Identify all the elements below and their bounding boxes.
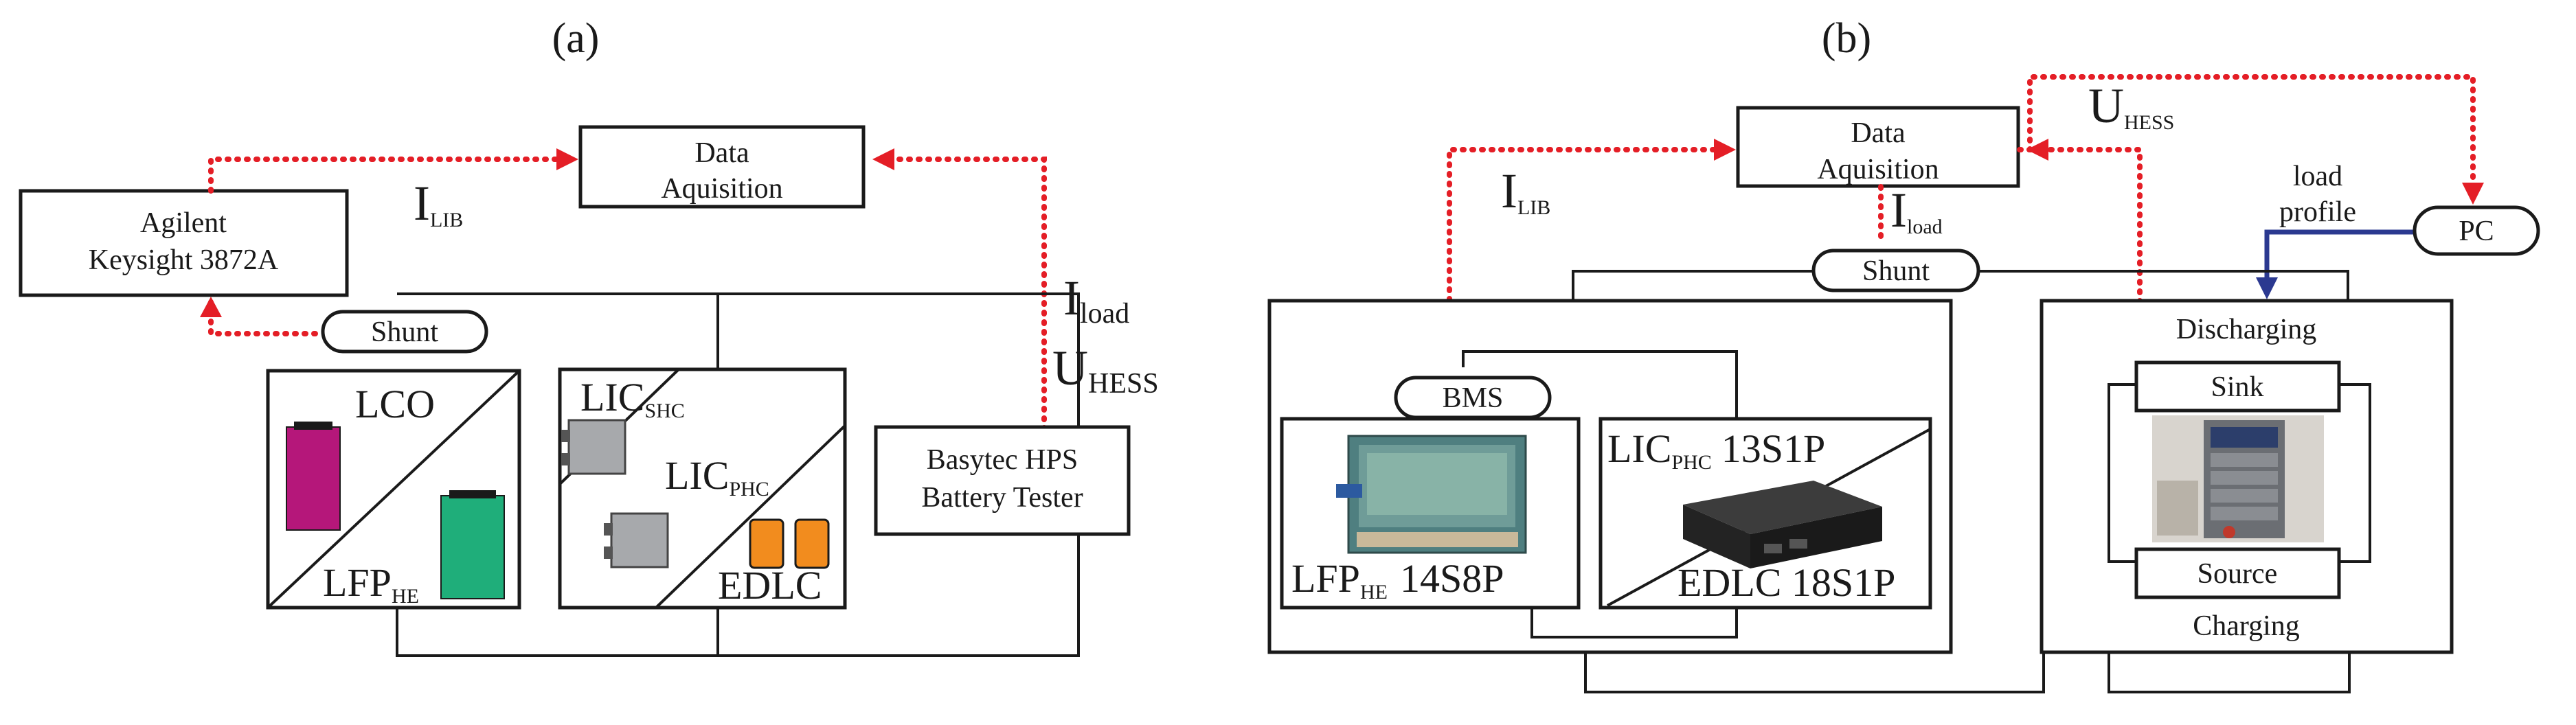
agilent-label-1: Agilent (140, 207, 227, 239)
sink-label: Sink (2211, 371, 2263, 403)
rack-module-photo-icon (1683, 481, 1882, 568)
charging-label: Charging (2193, 610, 2300, 642)
daq-to-pc-signal (2017, 74, 2476, 188)
basytec-box (874, 425, 1131, 536)
arrow-to-cycler (2256, 277, 2278, 299)
shunt-a-label: Shunt (371, 317, 438, 348)
lic-shc-tab-1 (561, 430, 570, 442)
cycler-loop-left (2108, 383, 2140, 563)
wire-bottom-b-left (1584, 652, 2045, 693)
load-profile-label-2: profile (2279, 196, 2356, 228)
source-box (2134, 547, 2341, 599)
u-hess-signal-b (2043, 147, 2143, 305)
u-hess-label-a: UHESS (1052, 341, 1159, 400)
basytec-label-1: Basytec HPS (927, 444, 1078, 476)
sink-box (2134, 360, 2341, 413)
shunt-b-label: Shunt (1862, 255, 1930, 287)
load-profile-label-1: load (2293, 161, 2342, 192)
lic-shc-label: LICSHC (580, 375, 685, 422)
shunt-a (321, 310, 488, 354)
lic-shc-cell-icon (567, 419, 626, 475)
daq-b-label-1: Data (1851, 117, 1906, 149)
wire-inner-top-b (1462, 350, 1738, 419)
agilent-box (19, 189, 349, 297)
daq-a-label-1: Data (694, 137, 749, 169)
lfp-cell-icon (440, 495, 505, 599)
i-load-label-b: Iload (1890, 183, 1943, 238)
lic-phc-cell-icon (610, 512, 669, 568)
panel-b: (b) Data Aquisition ILIB Iload UHESS loa… (1267, 15, 2540, 693)
daq-b-label-2: Aquisition (1817, 154, 1939, 185)
panel-a: (a) Agilent Keysight 3872A Data Aquisiti… (19, 15, 1159, 657)
i-load-label-a: Iload (1063, 271, 1129, 330)
shunt-to-agilent-signal (208, 299, 326, 336)
i-lib-signal-a (208, 157, 565, 194)
panel-b-label: (b) (1822, 15, 1871, 62)
lic-phc-label-a: LICPHC (665, 453, 769, 500)
wire-bottom-b-right (2108, 652, 2351, 693)
lco-lfp-divider (267, 369, 521, 609)
battery-cycler-photo-icon (2152, 415, 2324, 542)
discharging-label: Discharging (2176, 314, 2317, 345)
arrow-to-agilent (200, 297, 222, 317)
tester-to-daq-signal (887, 157, 1047, 432)
daq-a-label-2: Aquisition (661, 173, 782, 205)
lic-divider-2 (655, 424, 846, 609)
arrow-to-pc (2462, 183, 2484, 205)
daq-box-b (1736, 106, 2020, 188)
edlc-cell-icon-2 (794, 518, 830, 569)
wire-bottom-a (396, 534, 1080, 657)
daq-box-a (578, 125, 866, 209)
wire-top-a (397, 292, 1080, 427)
pc-label: PC (2459, 216, 2494, 247)
lco-cell-cap (294, 422, 332, 430)
lfp-cell-cap (449, 490, 496, 498)
agilent-label-2: Keysight 3872A (89, 244, 279, 276)
lic-phc-tab-1 (604, 523, 613, 536)
cycler-loop-right (2336, 383, 2371, 563)
lic-phc-tab-2 (604, 546, 613, 559)
arrow-to-daq-a-right (872, 148, 894, 170)
source-label: Source (2197, 558, 2278, 590)
u-hess-label-b: UHESS (2088, 78, 2174, 134)
panel-a-label: (a) (552, 15, 600, 62)
wire-inner-bottom-b (1530, 604, 1738, 638)
pc-box (2413, 205, 2540, 256)
load-profile-line (2264, 229, 2415, 280)
lic-shc-tab-2 (561, 453, 570, 465)
basytec-label-2: Battery Tester (921, 482, 1083, 514)
lfp-pack-photo-icon (1336, 435, 1527, 554)
arrow-to-daq-a-left (556, 148, 578, 170)
lfp-he-label-a: LFPHE (323, 560, 419, 608)
edlc-cell-icon-1 (749, 518, 784, 569)
i-lib-signal-b (1447, 147, 1720, 370)
edlc-label-a: EDLC (718, 563, 822, 608)
arrow-to-daq-b-left (1714, 139, 1736, 161)
edlc-pack-label: EDLC 18S1P (1677, 560, 1895, 605)
i-lib-label-b: ILIB (1501, 163, 1550, 219)
lco-cell-icon (286, 426, 341, 531)
lco-label: LCO (355, 382, 435, 426)
i-lib-label-a: ILIB (414, 176, 463, 231)
arrow-to-daq-b-right (2026, 139, 2048, 161)
shunt-b (1811, 249, 1980, 292)
bms-label: BMS (1443, 382, 1504, 414)
